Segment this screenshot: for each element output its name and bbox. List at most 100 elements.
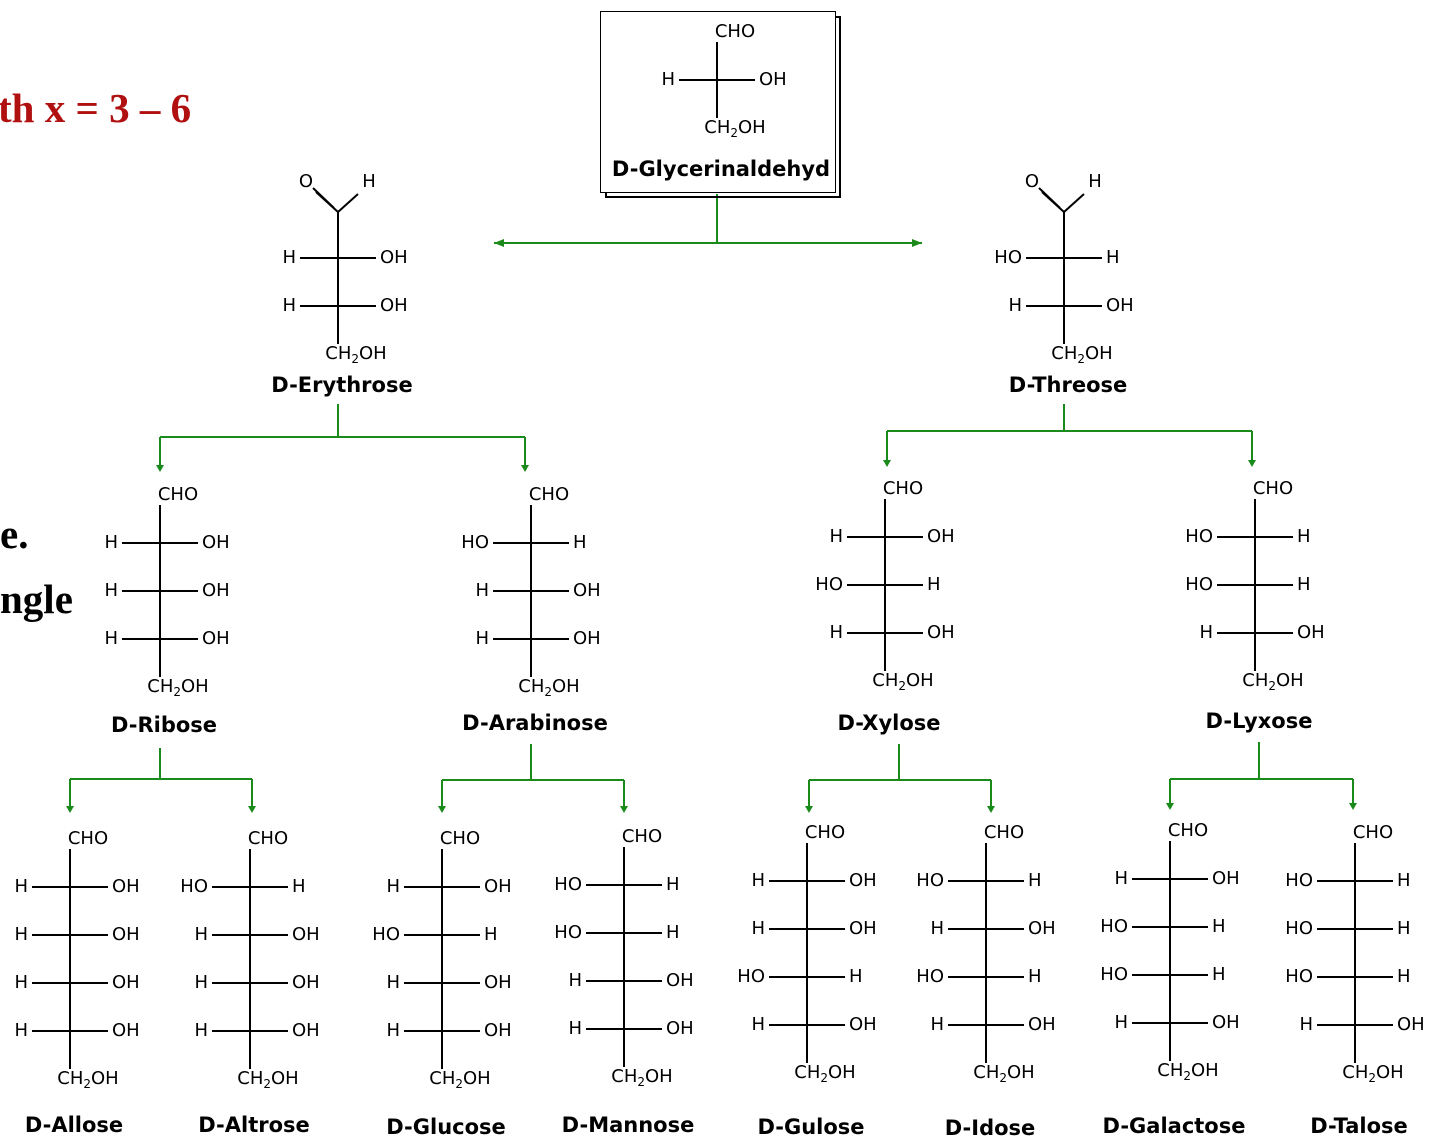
left-substituent: HO [994, 247, 1022, 268]
hydrogen-atom: H [1088, 171, 1102, 192]
tree-arrowhead [1248, 460, 1256, 467]
right-substituent: H [927, 574, 941, 595]
right-substituent: OH [1212, 868, 1240, 889]
right-substituent: OH [484, 1020, 512, 1041]
tree-arrowhead [156, 465, 164, 472]
sugar-name: D-Talose [1310, 1114, 1408, 1138]
carbonyl-double-bond [1038, 187, 1061, 209]
hydrogen-atom: H [362, 171, 376, 192]
sugar-name: D-Erythrose [271, 373, 412, 397]
ch2oh-group: CH2OH [1342, 1062, 1403, 1085]
oxygen-atom: O [1025, 171, 1039, 192]
right-substituent: OH [112, 972, 140, 993]
cho-group: CHO [68, 828, 108, 849]
ch2oh-group: CH2OH [973, 1062, 1034, 1085]
tree-arrowhead [620, 806, 628, 813]
left-substituent: H [386, 972, 400, 993]
left-substituent: HO [372, 924, 400, 945]
right-substituent: OH [1106, 295, 1134, 316]
left-substituent: HO [1285, 870, 1313, 891]
tree-arrowhead [912, 239, 922, 247]
right-substituent: OH [1297, 622, 1325, 643]
right-substituent: OH [112, 924, 140, 945]
tree-arrowhead [438, 806, 446, 813]
left-substituent: H [194, 924, 208, 945]
sugar-name: D-Xylose [837, 711, 940, 735]
left-substituent: HO [554, 874, 582, 895]
sugar-name: D-Idose [945, 1116, 1036, 1138]
right-substituent: OH [292, 924, 320, 945]
left-substituent: H [475, 628, 489, 649]
right-substituent: H [1028, 966, 1042, 987]
right-substituent: H [1106, 247, 1120, 268]
left-substituent: H [14, 876, 28, 897]
right-substituent: H [1397, 870, 1411, 891]
tree-arrowhead [66, 806, 74, 813]
carbonyl-double-bond [312, 187, 335, 209]
right-substituent: OH [292, 1020, 320, 1041]
right-substituent: OH [380, 295, 408, 316]
right-substituent: OH [927, 622, 955, 643]
ch2oh-group: CH2OH [1051, 343, 1112, 366]
left-substituent: HO [1185, 526, 1213, 547]
tree-arrowhead [1166, 803, 1174, 810]
ch2oh-group: CH2OH [1157, 1060, 1218, 1083]
right-substituent: OH [202, 532, 230, 553]
right-substituent: H [1397, 918, 1411, 939]
tree-connectors [66, 194, 1357, 813]
ch2oh-group: CH2OH [429, 1068, 490, 1091]
tree-arrowhead [883, 460, 891, 467]
right-substituent: OH [1028, 918, 1056, 939]
tree-arrowhead [1349, 803, 1357, 810]
right-substituent: H [1397, 966, 1411, 987]
right-substituent: OH [759, 69, 787, 90]
left-substituent: H [1199, 622, 1213, 643]
ch2oh-group: CH2OH [704, 117, 765, 140]
right-substituent: OH [1028, 1014, 1056, 1035]
left-substituent: H [930, 918, 944, 939]
tree-arrowhead [805, 806, 813, 813]
right-substituent: OH [292, 972, 320, 993]
cho-group: CHO [622, 826, 662, 847]
left-substituent: HO [815, 574, 843, 595]
cho-group: CHO [440, 828, 480, 849]
right-substituent: OH [927, 526, 955, 547]
right-substituent: OH [849, 1014, 877, 1035]
sugar-name: D-Mannose [562, 1113, 695, 1137]
right-substituent: OH [1397, 1014, 1425, 1035]
right-substituent: OH [573, 580, 601, 601]
right-substituent: OH [1212, 1012, 1240, 1033]
left-substituent: H [930, 1014, 944, 1035]
right-substituent: H [1028, 870, 1042, 891]
sugar-name: D-Gulose [757, 1115, 864, 1138]
right-substituent: H [1212, 964, 1226, 985]
slide-text-fragment: ngle [0, 576, 73, 622]
right-substituent: H [1212, 916, 1226, 937]
right-substituent: H [1297, 526, 1311, 547]
left-substituent: H [104, 628, 118, 649]
ch2oh-group: CH2OH [611, 1066, 672, 1089]
left-substituent: H [751, 870, 765, 891]
right-substituent: H [849, 966, 863, 987]
cho-group: CHO [715, 21, 755, 42]
left-substituent: H [751, 918, 765, 939]
ch2oh-group: CH2OH [872, 670, 933, 693]
cho-group: CHO [1353, 822, 1393, 843]
cho-group: CHO [158, 484, 198, 505]
left-substituent: HO [1100, 964, 1128, 985]
left-substituent: H [282, 295, 296, 316]
cho-group: CHO [1253, 478, 1293, 499]
cho-group: CHO [984, 822, 1024, 843]
left-substituent: H [194, 972, 208, 993]
right-substituent: OH [666, 970, 694, 991]
